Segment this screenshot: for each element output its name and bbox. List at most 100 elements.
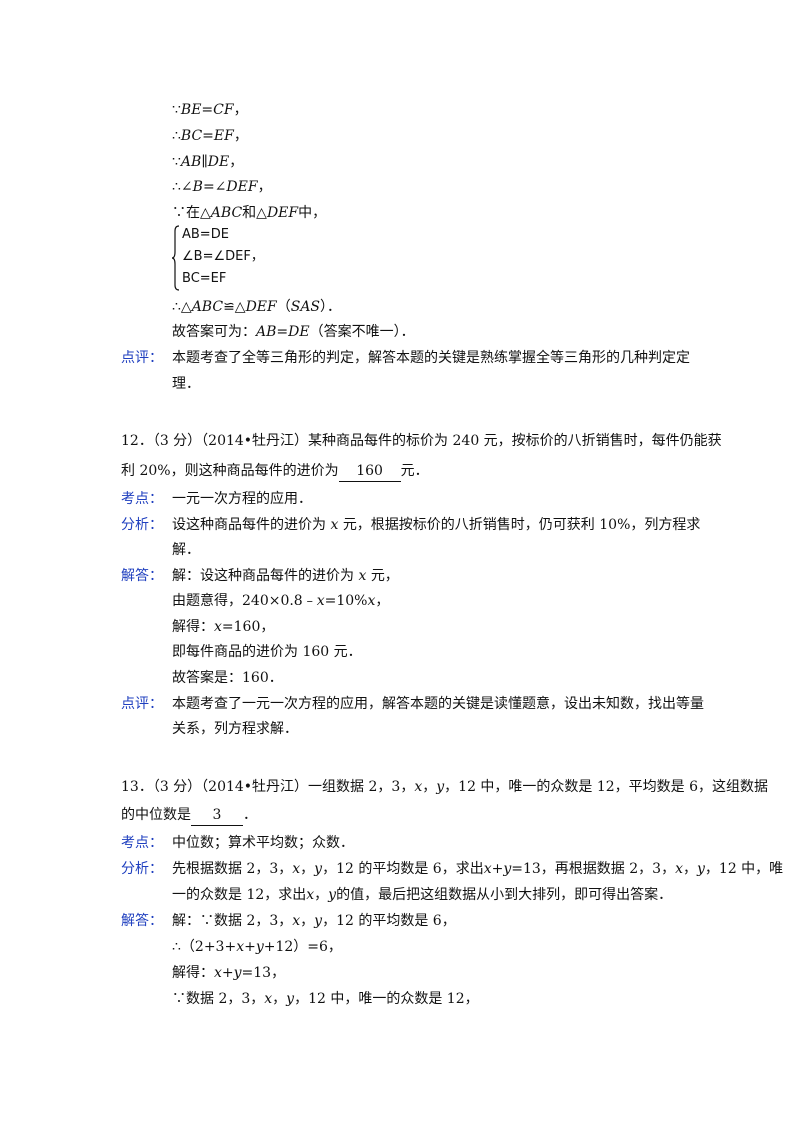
- punct: ）．: [320, 299, 342, 315]
- proof-line-6: ∴△ABC≌△DEF（SAS）．: [172, 297, 341, 317]
- math-var: x: [306, 887, 315, 903]
- text: 解得：: [172, 619, 214, 635]
- text: （答案不唯一）．: [309, 324, 415, 340]
- math-var: x: [414, 779, 423, 795]
- because-symbol: ∵: [172, 154, 181, 170]
- kaodian-label: 考点：: [121, 835, 163, 851]
- text: ，: [375, 593, 390, 609]
- math-var: x: [292, 913, 301, 929]
- text: ∵在△: [172, 205, 211, 221]
- math-var: x: [675, 861, 683, 877]
- math-var: x: [316, 593, 325, 609]
- text: 和△: [242, 205, 267, 221]
- punct: ，: [229, 154, 244, 170]
- text: ，: [272, 991, 287, 1007]
- text: ，: [300, 913, 315, 929]
- math-var: x: [292, 861, 301, 877]
- math-text: x+y: [236, 939, 264, 955]
- system-row-2: ∠B=∠DEF，: [182, 249, 264, 264]
- jieda-line-3: 解得：x=160，: [172, 617, 274, 637]
- math-text: ABC: [191, 299, 224, 315]
- text: 元．: [400, 463, 429, 479]
- system-row-1: AB=DE: [182, 227, 229, 242]
- text: 的值，最后把这组数据从小到大排列，即可得出答案．: [336, 887, 673, 903]
- kaodian-label: 考点：: [121, 491, 163, 507]
- proof-line-4: ∴∠B=∠DEF，: [172, 177, 272, 197]
- text: ，: [422, 779, 437, 795]
- jieda-line-5: 故答案是：160．: [172, 670, 283, 686]
- jieda-label: 解答：: [121, 568, 163, 584]
- punct: ，: [233, 128, 248, 144]
- proof-line-5: ∵在△ABC和△DEF中，: [172, 203, 326, 223]
- fenxi-line-1: 先根据数据 2，3，x，y，12 的平均数是 6，求出x+y=13，再根据数据 …: [172, 859, 783, 879]
- therefore-angle: ∴∠: [172, 179, 193, 195]
- text: 设这种商品每件的进价为: [172, 517, 326, 533]
- math-var: y: [314, 861, 323, 877]
- text: =160，: [221, 619, 275, 635]
- system-row-3: BC=EF: [182, 271, 227, 286]
- therefore-symbol: ∴: [172, 128, 181, 144]
- proof-line-1: ∵BE=CF，: [172, 100, 248, 120]
- text: 解：设这种商品每件的进价为: [172, 568, 354, 584]
- punct: ，: [233, 102, 248, 118]
- text: ，12 中，唯一的众数是 12，: [294, 991, 479, 1007]
- jieda-line-4: ∵数据 2，3，x，y，12 中，唯一的众数是 12，: [172, 989, 479, 1009]
- jieda-line-2: 由题意得，240×0.8﹣x=10%x，: [172, 591, 389, 611]
- math-text: DEF: [266, 205, 299, 221]
- fenxi-line-2: 一的众数是 12，求出x，y的值，最后把这组数据从小到大排列，即可得出答案．: [172, 885, 672, 905]
- text: 一的众数是 12，求出: [172, 887, 307, 903]
- fenxi-line-1: 设这种商品每件的进价为 x 元，根据按标价的八折销售时，仍可获利 10%，列方程…: [172, 515, 700, 535]
- proof-line-3: ∵AB∥DE，: [172, 152, 243, 172]
- equals-angle: =∠: [202, 179, 227, 195]
- dianping-label: 点评：: [121, 696, 163, 712]
- math-text: x+y: [483, 861, 512, 877]
- text: ，12 的平均数是 6，: [322, 913, 456, 929]
- text: 利 20%，则这种商品每件的进价为: [121, 463, 339, 479]
- fenxi-line-2: 解．: [172, 542, 200, 558]
- dianping-line-1: 本题考查了一元一次方程的应用，解答本题的关键是读懂题意，设出未知数，找出等量: [172, 696, 704, 712]
- text: 的中位数是: [121, 807, 191, 823]
- math-var: x: [367, 593, 376, 609]
- q12-stem-line-1: 12．（3 分）（2014•牡丹江）某种商品每件的标价为 240 元，按标价的八…: [121, 433, 722, 449]
- math-var: y: [436, 779, 445, 795]
- math-var: x: [330, 517, 339, 533]
- math-var: y: [328, 887, 337, 903]
- math-var: y: [286, 991, 295, 1007]
- jieda-line-2: ∴（2+3+x+y+12）=6，: [172, 937, 342, 957]
- text: 元，根据按标价的八折销售时，仍可获利 10%，列方程求: [342, 517, 701, 533]
- math-text: x+y: [214, 965, 242, 981]
- math-var: x: [214, 619, 222, 635]
- jieda-line-1: 解：设这种商品每件的进价为 x 元，: [172, 566, 399, 586]
- jieda-line-3: 解得：x+y=13，: [172, 963, 285, 983]
- text: ∴（2+3+: [172, 939, 237, 955]
- text: =13，: [241, 965, 286, 981]
- fenxi-label: 分析：: [121, 517, 163, 533]
- fenxi-label: 分析：: [121, 861, 163, 877]
- proof-line-2: ∴BC=EF，: [172, 126, 248, 146]
- math-text: SAS: [290, 299, 321, 315]
- text: 故答案可为：: [172, 324, 256, 340]
- text: 由题意得，240×0.8﹣: [172, 593, 317, 609]
- text: ，12 的平均数是 6，求出: [322, 861, 484, 877]
- text: =13，再根据数据 2，3，: [511, 861, 676, 877]
- text: +12）=6，: [263, 939, 342, 955]
- text: =10%: [324, 593, 368, 609]
- text: 解得：: [172, 965, 214, 981]
- math-var: y: [696, 861, 705, 877]
- text: ，: [314, 887, 329, 903]
- math-text: ABC: [210, 205, 243, 221]
- congruent-symbol: ≌△: [223, 299, 246, 315]
- because-symbol: ∵: [172, 102, 181, 118]
- math-text: BE=CF: [180, 102, 234, 118]
- comment-text-1: 本题考查了全等三角形的判定，解答本题的关键是熟练掌握全等三角形的几种判定定: [172, 350, 690, 366]
- math-text: AB=DE: [256, 324, 310, 340]
- text: ．: [243, 807, 257, 823]
- math-text: BC=EF: [180, 128, 234, 144]
- answer-blank: 160: [338, 461, 401, 482]
- jieda-line-1: 解：∵数据 2，3，x，y，12 的平均数是 6，: [172, 911, 456, 931]
- text: ∵数据 2，3，: [172, 991, 265, 1007]
- punct: （: [276, 299, 291, 315]
- math-text: DEF: [226, 179, 258, 195]
